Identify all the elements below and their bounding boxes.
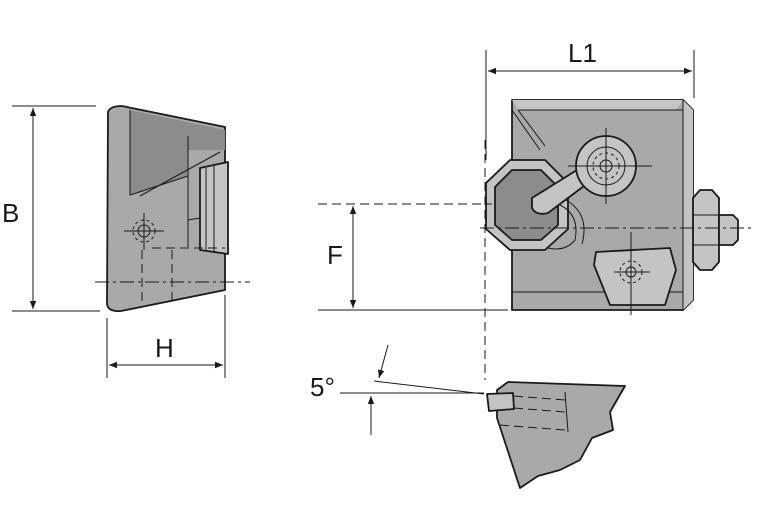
dimension-B-label: B: [2, 198, 19, 228]
dimension-H: H: [106, 295, 226, 378]
section-body: [496, 381, 626, 489]
dimension-F-label: F: [327, 240, 343, 270]
bottom-pocket: [593, 232, 677, 315]
angle-5deg-label: 5°: [310, 372, 335, 402]
dimension-H-label: H: [155, 333, 174, 363]
clamp-screw: [692, 189, 739, 271]
top-screw-symbol: [568, 128, 652, 204]
octagonal-insert-face: [494, 169, 559, 241]
top-view: [480, 99, 752, 380]
clamp-arm: [531, 164, 593, 215]
dimension-L1-label: L1: [568, 38, 597, 68]
side-view-screw-symbol: [124, 213, 164, 250]
angle-5deg: 5°: [310, 344, 485, 435]
section-detail: [486, 381, 626, 489]
side-view-shade: [130, 110, 225, 195]
dimension-L1: L1: [485, 38, 695, 160]
section-insert: [486, 392, 515, 412]
dimension-B: B: [2, 105, 100, 312]
dimension-F: F: [318, 203, 508, 311]
side-view: [95, 105, 250, 313]
